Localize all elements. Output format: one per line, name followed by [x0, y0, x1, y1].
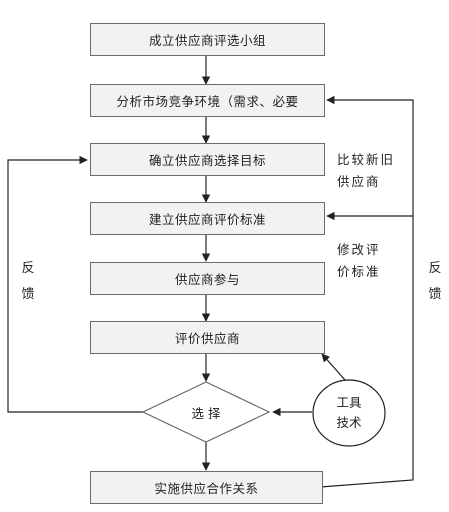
- feedback-right-label: 反 馈: [427, 258, 443, 306]
- note-compare-suppliers: 比较新旧 供应商: [337, 149, 395, 193]
- right-feedback-line: [319, 95, 414, 488]
- decision-diamond: [141, 381, 271, 443]
- step-label: 分析市场竞争环境（需求、必要: [116, 94, 299, 109]
- step-label: 评价供应商: [174, 331, 240, 346]
- feedback-char: 反: [21, 261, 35, 276]
- tools-circle: [312, 379, 386, 447]
- arrow-tools-to-evaluate: [321, 353, 346, 381]
- tools-line-2: 技术: [336, 415, 362, 430]
- step-label: 建立供应商评价标准: [148, 212, 266, 227]
- feedback-left-label: 反 馈: [20, 258, 36, 306]
- step-label: 确立供应商选择目标: [148, 153, 266, 168]
- step-label: 实施供应合作关系: [154, 481, 259, 496]
- step-set-goals: 确立供应商选择目标: [90, 143, 325, 176]
- tools-line-1: 工具: [336, 395, 362, 410]
- step-build-criteria: 建立供应商评价标准: [90, 202, 325, 235]
- feedback-char: 反: [428, 261, 442, 276]
- feedback-char: 馈: [428, 287, 442, 302]
- step-implement-partnership: 实施供应合作关系: [90, 471, 323, 504]
- step-label: 供应商参与: [174, 272, 240, 287]
- step-evaluate-suppliers: 评价供应商: [90, 321, 325, 354]
- note-line: 价标准: [337, 264, 381, 279]
- note-line: 供应商: [337, 174, 381, 189]
- tools-label: 工具 技术: [314, 391, 384, 435]
- left-feedback-line: [7, 155, 143, 413]
- note-revise-criteria: 修改评 价标准: [337, 239, 381, 283]
- note-line: 修改评: [337, 242, 381, 257]
- step-label: 成立供应商评选小组: [148, 33, 266, 48]
- decision-label: 选 择: [191, 405, 221, 421]
- note-line: 比较新旧: [337, 152, 396, 167]
- feedback-char: 馈: [21, 287, 35, 302]
- step-analyze-market: 分析市场竞争环境（需求、必要: [90, 84, 325, 117]
- step-form-committee: 成立供应商评选小组: [90, 23, 325, 56]
- step-supplier-participation: 供应商参与: [90, 262, 325, 295]
